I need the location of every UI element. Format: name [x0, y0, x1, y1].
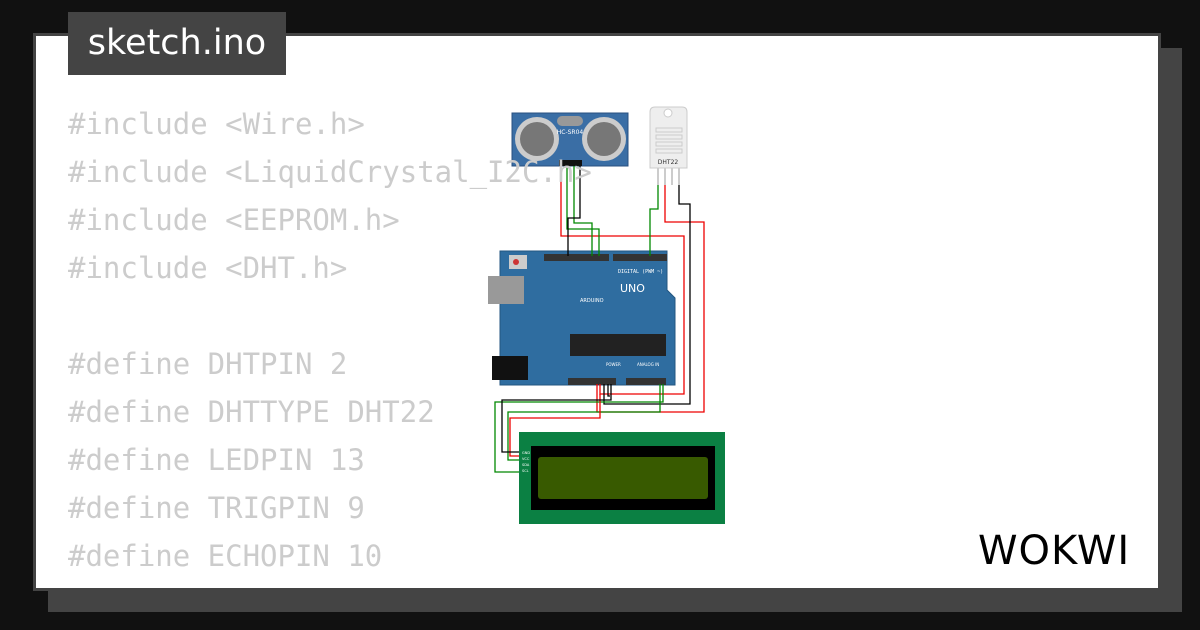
digital-label: DIGITAL (PWM ~) [618, 269, 663, 275]
power-label: POWER [606, 362, 621, 367]
code-line: #define DHTPIN 2 [68, 347, 348, 381]
arduino-uno-board: DIGITAL (PWM ~) UNO ARDUINO POWER ANALOG… [488, 250, 676, 386]
lcd-pin-vcc: VCC [522, 457, 530, 461]
code-line: #define ECHOPIN 10 [68, 539, 383, 573]
lcd-pin-scl: SCL [522, 469, 529, 473]
wokwi-logo: WOKWI [978, 528, 1130, 572]
code-line: #define DHTTYPE DHT22 [68, 395, 435, 429]
lcd-pin-gnd: GND [522, 451, 530, 455]
lcd-display: GND VCC SDA SCL [519, 432, 725, 524]
lcd-pin-sda: SDA [522, 463, 530, 467]
code-line: #include <LiquidCrystal_I2C.h> [68, 155, 592, 189]
ultrasonic-label: HC-SR04 [557, 129, 584, 136]
analog-label: ANALOG IN [637, 362, 659, 367]
dht-label: DHT22 [658, 159, 679, 166]
circuit-diagram: HC-SR04 DHT22 DIGITAL (PWM ~) UNO ARDUIN… [488, 106, 725, 524]
wokwi-wordmark: WOKWI [978, 528, 1130, 572]
code-line: #define TRIGPIN 9 [68, 491, 365, 525]
wires [494, 166, 705, 473]
dht22-sensor: DHT22 [649, 106, 688, 185]
code-line: #include <DHT.h> [68, 251, 348, 285]
file-name-tab: sketch.ino [68, 12, 286, 75]
code-line: #include <EEPROM.h> [68, 203, 400, 237]
code-line: #include <Wire.h> [68, 107, 365, 141]
ultrasonic-sensor: HC-SR04 [511, 112, 629, 167]
uno-label: UNO [620, 282, 645, 295]
arduino-label: ARDUINO [580, 298, 604, 304]
code-line: #define LEDPIN 13 [68, 443, 365, 477]
